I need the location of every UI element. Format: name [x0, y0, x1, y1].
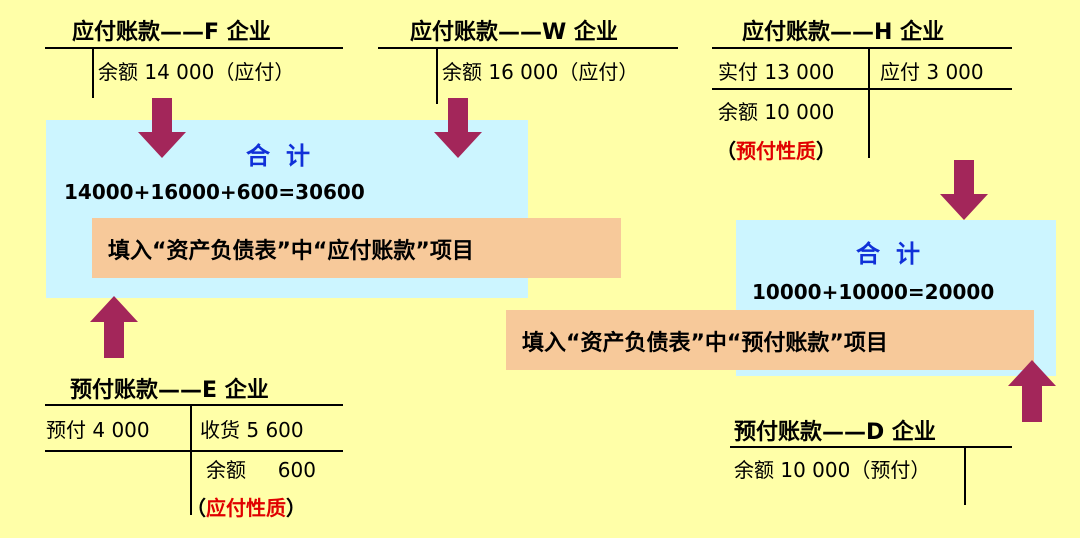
account-f-top-line: [45, 47, 343, 49]
account-h-paid: 实付 13 000: [718, 60, 835, 84]
account-e-received: 收货 5 600: [200, 418, 304, 442]
arrow-down-w-icon: [434, 98, 482, 158]
account-e-nature-text: 应付性质: [206, 496, 286, 520]
arrow-down-f-icon: [138, 98, 186, 158]
account-d-balance: 余额 10 000（预付）: [734, 458, 931, 482]
account-d-title: 预付账款——D 企业: [734, 420, 936, 445]
prepaid-summary-title: 合计: [856, 240, 936, 268]
account-e-nature-open: （: [186, 496, 206, 520]
account-h-divider: [868, 48, 870, 158]
account-h-payable: 应付 3 000: [880, 60, 984, 84]
payable-summary-formula: 14000+16000+600=30600: [64, 180, 365, 204]
payable-summary-title: 合计: [246, 142, 326, 170]
account-h-nature: （预付性质）: [716, 135, 836, 164]
payable-fill-text: 填入“资产负债表”中“应付账款”项目: [108, 239, 474, 264]
account-e-title: 预付账款——E 企业: [70, 378, 269, 403]
account-e-nature-close: ）: [286, 496, 306, 520]
account-w-divider: [436, 48, 438, 104]
account-w-balance: 余额 16 000（应付）: [442, 60, 639, 84]
account-w-top-line: [378, 47, 678, 49]
account-f-divider: [92, 48, 94, 98]
account-f-title: 应付账款——F 企业: [72, 20, 271, 45]
account-e-prepaid: 预付 4 000: [46, 418, 150, 442]
account-h-nature-open: （: [716, 139, 736, 163]
account-f-balance: 余额 14 000（应付）: [98, 60, 295, 84]
account-w-title: 应付账款——W 企业: [410, 20, 618, 45]
account-h-title: 应付账款——H 企业: [742, 20, 945, 45]
prepaid-summary-formula: 10000+10000=20000: [752, 280, 995, 304]
prepaid-fill-box: [506, 310, 1034, 370]
arrow-up-d-icon: [1008, 360, 1056, 422]
account-d-divider: [964, 447, 966, 505]
account-d-top-line: [730, 446, 1012, 448]
prepaid-fill-text: 填入“资产负债表”中“预付账款”项目: [522, 331, 888, 356]
account-h-balance: 余额 10 000: [718, 100, 835, 124]
account-e-nature: （应付性质）: [186, 492, 306, 521]
account-h-nature-close: ）: [816, 139, 836, 163]
account-h-nature-text: 预付性质: [736, 139, 816, 163]
account-e-top-line: [45, 404, 343, 406]
payable-fill-box: [92, 218, 621, 278]
arrow-down-h-icon: [940, 160, 988, 220]
account-e-mid-line: [45, 450, 343, 452]
account-h-top-line: [712, 47, 1012, 49]
account-h-mid-line: [712, 88, 1012, 90]
account-e-balance: 余额 600: [206, 458, 316, 482]
account-e-divider: [190, 405, 192, 515]
arrow-up-e-icon: [90, 296, 138, 358]
